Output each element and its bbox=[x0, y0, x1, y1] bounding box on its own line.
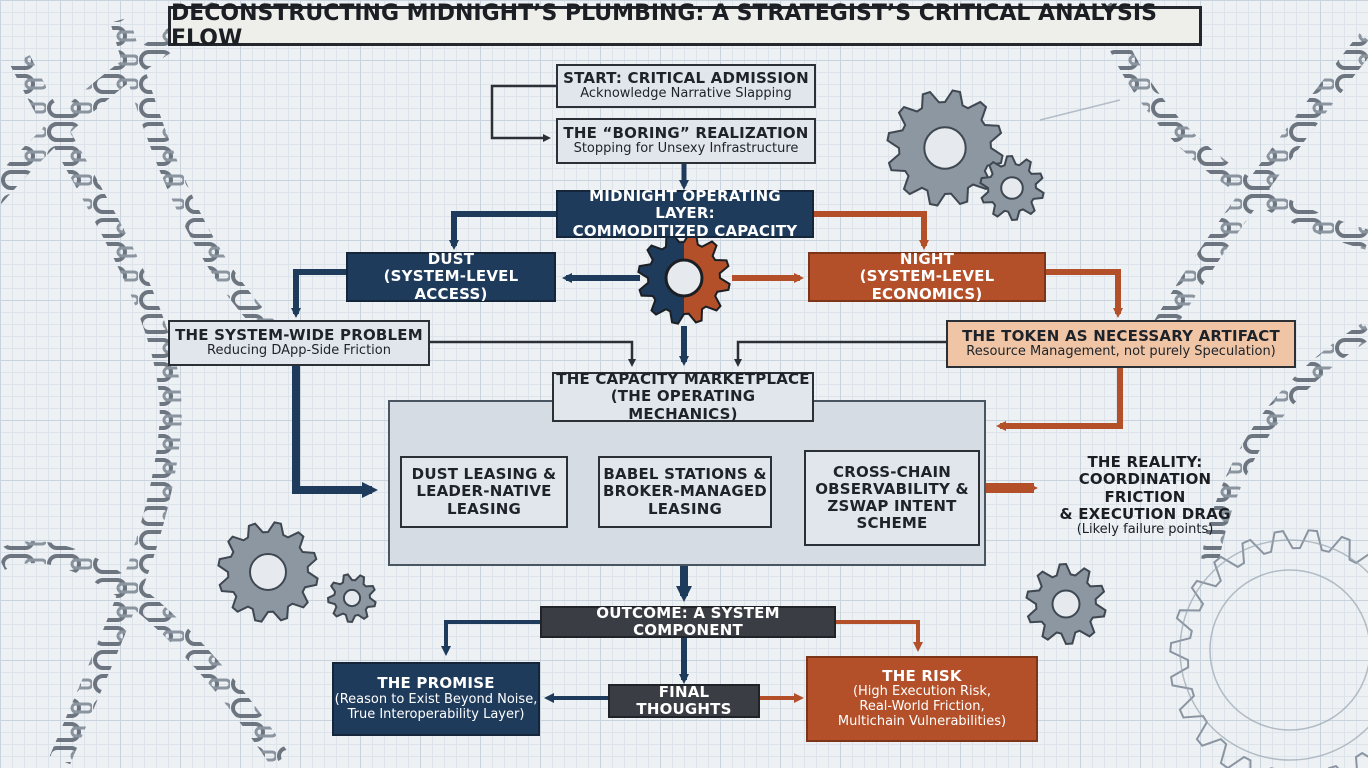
arrow-problem-to-market bbox=[430, 340, 636, 367]
night-line2: (SYSTEM-LEVEL ECONOMICS) bbox=[859, 267, 995, 303]
half-gear-icon bbox=[637, 231, 731, 325]
page-title: DECONSTRUCTING MIDNIGHT’S PLUMBING: A ST… bbox=[168, 1, 1202, 51]
final-title: FINAL THOUGHTS bbox=[636, 682, 732, 718]
arrow-dust-to-problem bbox=[291, 269, 346, 318]
crosschain-line1: CROSS-CHAIN bbox=[833, 462, 951, 481]
start-node: START: CRITICAL ADMISSION Acknowledge Na… bbox=[556, 64, 816, 108]
boring-title: THE “BORING” REALIZATION bbox=[563, 123, 809, 142]
outcome-node: OUTCOME: A SYSTEM COMPONENT bbox=[540, 603, 836, 639]
token-subtitle: Resource Management, not purely Speculat… bbox=[966, 344, 1276, 360]
marketplace-line2: (THE OPERATING MECHANICS) bbox=[610, 387, 756, 423]
problem-title: THE SYSTEM-WIDE PROBLEM bbox=[175, 325, 423, 344]
operating-layer-node: MIDNIGHT OPERATING LAYER: COMMODITIZED C… bbox=[556, 187, 814, 240]
dust-leasing-line3: LEASING bbox=[446, 499, 522, 518]
gear-half bbox=[637, 232, 684, 325]
gear-hub bbox=[923, 126, 967, 170]
babel-line1: BABEL STATIONS & bbox=[603, 465, 767, 484]
boring-subtitle: Stopping for Unsexy Infrastructure bbox=[573, 141, 799, 157]
babel-line3: LEASING bbox=[647, 499, 723, 518]
gear-half bbox=[684, 231, 731, 324]
dust-line2: (SYSTEM-LEVEL ACCESS) bbox=[383, 267, 519, 303]
marketplace-node: THE CAPACITY MARKETPLACE (THE OPERATING … bbox=[552, 370, 814, 423]
marketplace-line1: THE CAPACITY MARKETPLACE bbox=[556, 370, 810, 389]
crosschain-line2: OBSERVABILITY & bbox=[815, 479, 969, 498]
dust-leasing-line1: DUST LEASING & bbox=[411, 465, 557, 484]
gear-icon bbox=[217, 89, 1368, 768]
risk-line1: (High Execution Risk, bbox=[852, 684, 992, 700]
promise-title: THE PROMISE bbox=[377, 674, 495, 693]
night-node: NIGHT (SYSTEM-LEVEL ECONOMICS) bbox=[808, 250, 1046, 303]
arrow-problem-down-left bbox=[292, 366, 378, 498]
arrow-layer-to-night bbox=[814, 211, 929, 250]
risk-line2: Real-World Friction, bbox=[859, 699, 985, 715]
babel-line2: BROKER-MANAGED bbox=[603, 482, 767, 501]
night-line1: NIGHT bbox=[899, 250, 955, 269]
dust-leasing-node: DUST LEASING & LEADER-NATIVE LEASING bbox=[400, 456, 568, 528]
dust-line1: DUST bbox=[427, 250, 475, 269]
start-subtitle: Acknowledge Narrative Slapping bbox=[580, 86, 792, 102]
arrow-outcome-to-promise bbox=[441, 620, 540, 656]
problem-subtitle: Reducing DApp-Side Friction bbox=[207, 343, 391, 359]
start-title: START: CRITICAL ADMISSION bbox=[563, 68, 809, 87]
promise-node: THE PROMISE (Reason to Exist Beyond Nois… bbox=[332, 662, 540, 736]
arrow-layer-to-dust bbox=[449, 211, 556, 250]
promise-line2: True Interoperability Layer) bbox=[347, 706, 525, 722]
gear-hub bbox=[342, 588, 362, 608]
risk-title: THE RISK bbox=[882, 666, 962, 685]
final-thoughts-node: FINAL THOUGHTS bbox=[608, 682, 760, 718]
operating-layer-line1: MIDNIGHT OPERATING LAYER: bbox=[589, 187, 781, 223]
reality-line3: & EXECUTION DRAG bbox=[1059, 504, 1231, 523]
arrow-outcome-to-risk bbox=[836, 620, 923, 652]
arrow-token-to-market bbox=[734, 340, 946, 367]
gear-hub bbox=[1051, 589, 1081, 619]
crosschain-line3: ZSWAP INTENT bbox=[827, 497, 957, 515]
crosschain-node: CROSS-CHAIN OBSERVABILITY & ZSWAP INTENT… bbox=[804, 450, 980, 546]
problem-node: THE SYSTEM-WIDE PROBLEM Reducing DApp-Si… bbox=[168, 320, 430, 366]
arrow-token-down-right bbox=[996, 368, 1123, 431]
outcome-title: OUTCOME: A SYSTEM COMPONENT bbox=[596, 603, 780, 639]
token-node: THE TOKEN AS NECESSARY ARTIFACT Resource… bbox=[946, 320, 1296, 368]
risk-line3: Multichain Vulnerabilities) bbox=[837, 714, 1007, 730]
operating-layer-line2: COMMODITIZED CAPACITY bbox=[572, 221, 798, 240]
reality-note: THE REALITY: COORDINATION FRICTION & EXE… bbox=[1042, 453, 1248, 538]
gear-hub bbox=[1000, 176, 1024, 200]
crosschain-line4: SCHEME bbox=[856, 514, 928, 533]
token-title: THE TOKEN AS NECESSARY ARTIFACT bbox=[962, 326, 1280, 345]
arrow-start-to-boring bbox=[490, 84, 556, 142]
dust-node: DUST (SYSTEM-LEVEL ACCESS) bbox=[346, 250, 556, 303]
babel-node: BABEL STATIONS & BROKER-MANAGED LEASING bbox=[598, 456, 772, 528]
gear-icon bbox=[1169, 529, 1368, 768]
reality-line1: THE REALITY: bbox=[1087, 453, 1203, 471]
gear-hub bbox=[664, 258, 704, 298]
risk-node: THE RISK (High Execution Risk, Real-Worl… bbox=[806, 656, 1038, 742]
reality-line2: COORDINATION FRICTION bbox=[1078, 470, 1212, 506]
gear-hub bbox=[249, 553, 287, 591]
reality-subtitle: (Likely failure points) bbox=[1076, 522, 1214, 537]
arrow-night-to-token bbox=[1046, 269, 1123, 318]
dust-leasing-line2: LEADER-NATIVE bbox=[416, 482, 552, 501]
promise-line1: (Reason to Exist Beyond Noise, bbox=[334, 691, 538, 707]
boring-node: THE “BORING” REALIZATION Stopping for Un… bbox=[556, 118, 816, 164]
